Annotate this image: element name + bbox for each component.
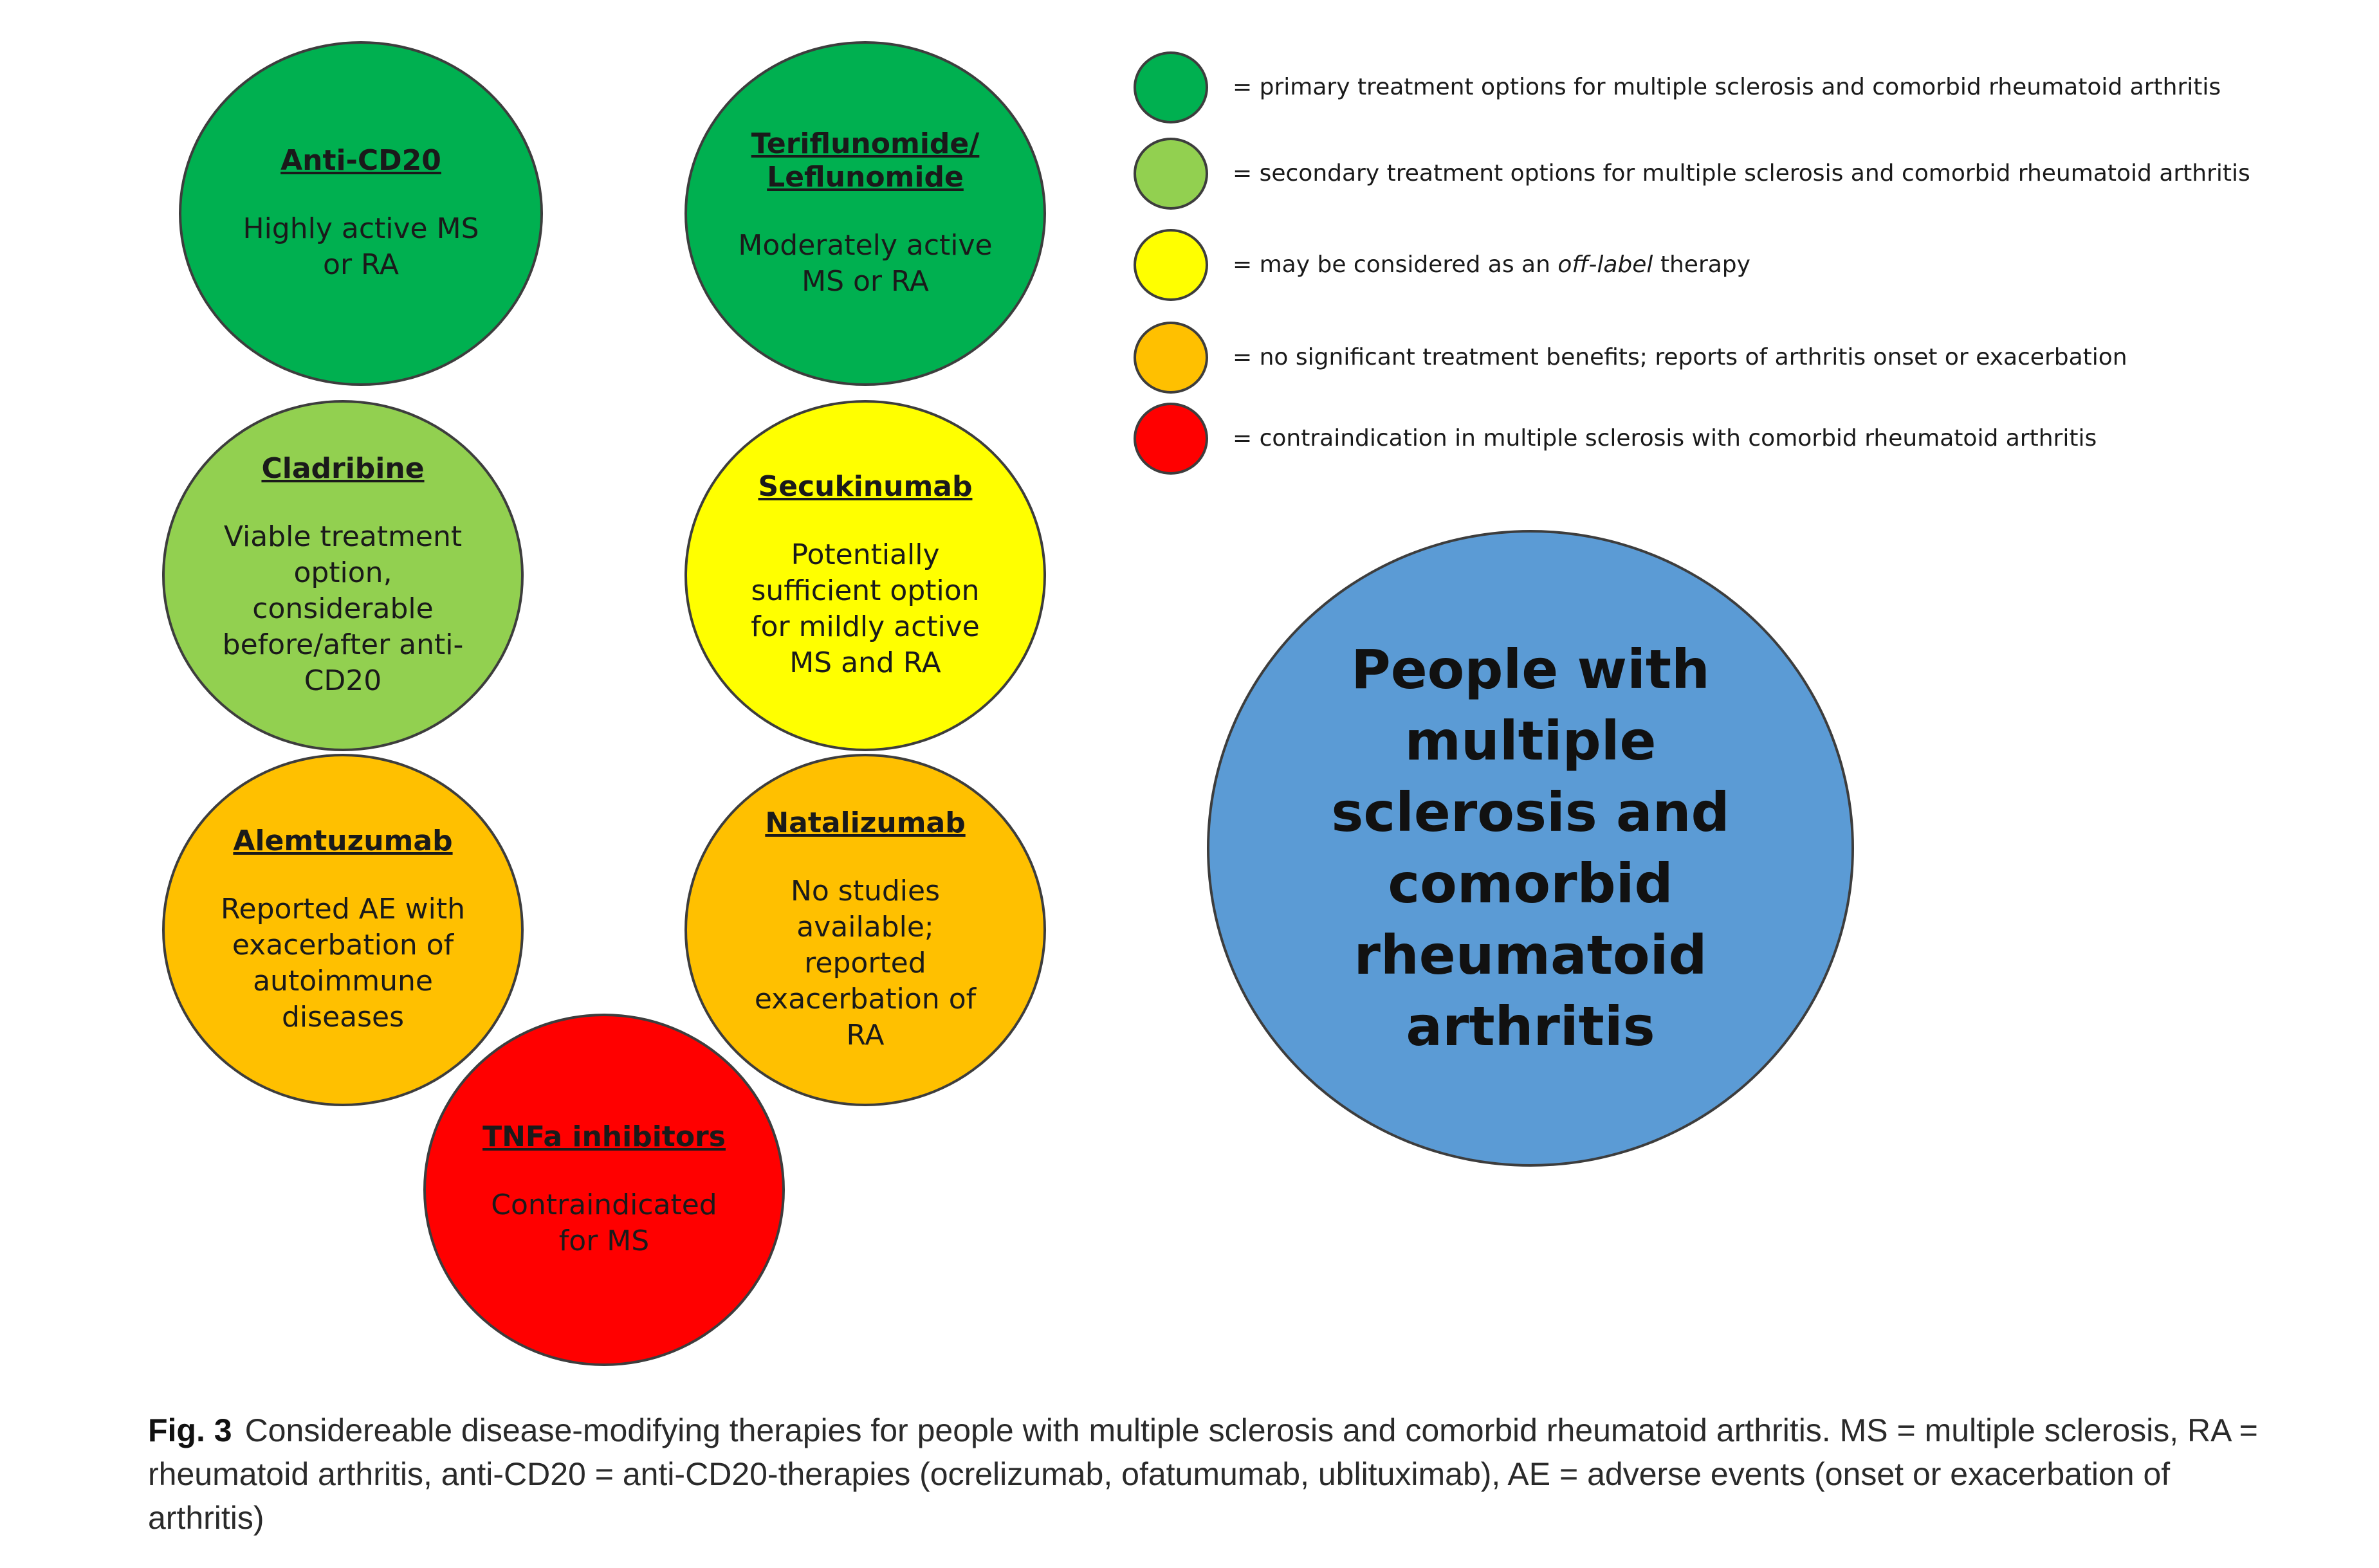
legend-swatch <box>1134 322 1208 394</box>
therapy-title: Natalizumab <box>765 807 966 839</box>
therapy-description: Reported AE with exacerbation of autoimm… <box>220 893 466 1034</box>
legend-swatch <box>1134 403 1208 475</box>
legend-item-secondary: = secondary treatment options for multip… <box>1134 138 2250 210</box>
therapy-circle-cladribine: Cladribine Viable treatment option, cons… <box>162 400 524 751</box>
therapy-circle-secukinumab: Secukinumab Potentially sufficient optio… <box>684 400 1046 751</box>
therapy-description: Contraindicated for MS <box>491 1189 717 1257</box>
legend-item-off-label: = may be considered as an off-label ther… <box>1134 229 1750 301</box>
patient-group-label: People with multiple sclerosis and comor… <box>1331 638 1730 1058</box>
therapy-title: Alemtuzumab <box>233 825 453 857</box>
figure-caption-text: Considereable disease-modifying therapie… <box>148 1412 2258 1536</box>
therapy-description: No studies available; reported exacerbat… <box>754 875 977 1052</box>
therapy-circle-tnfa-inhibitors: TNFa inhibitors Contraindicated for MS <box>423 1014 785 1366</box>
legend-item-contraindication: = contraindication in multiple sclerosis… <box>1134 403 2097 475</box>
patient-group-circle: People with multiple sclerosis and comor… <box>1207 530 1854 1167</box>
therapy-title: Secukinumab <box>758 470 973 503</box>
legend-swatch <box>1134 138 1208 210</box>
legend-text: = secondary treatment options for multip… <box>1233 160 2250 187</box>
therapy-circle-natalizumab: Natalizumab No studies available; report… <box>684 754 1046 1106</box>
legend-text: = contraindication in multiple sclerosis… <box>1233 425 2097 451</box>
therapy-title: Teriflunomide/ Leflunomide <box>751 127 980 194</box>
legend-text-italic: off-label <box>1557 251 1653 278</box>
therapy-title: Anti-CD20 <box>280 144 441 177</box>
therapy-title: TNFa inhibitors <box>482 1120 726 1153</box>
therapy-description: Viable treatment option, considerable be… <box>222 520 464 697</box>
legend-swatch <box>1134 229 1208 301</box>
therapy-description: Moderately active MS or RA <box>738 229 993 298</box>
legend-text-part: therapy <box>1653 251 1750 278</box>
therapy-title: Cladribine <box>261 452 425 485</box>
legend-text: = primary treatment options for multiple… <box>1233 74 2221 100</box>
therapy-circle-anti-cd20: Anti-CD20 Highly active MS or RA <box>179 41 543 386</box>
legend-item-primary: = primary treatment options for multiple… <box>1134 51 2221 123</box>
legend-text: = may be considered as an off-label ther… <box>1233 251 1750 279</box>
therapy-description: Potentially sufficient option for mildly… <box>751 538 980 679</box>
therapy-circle-alemtuzumab: Alemtuzumab Reported AE with exacerbatio… <box>162 754 524 1106</box>
therapy-circle-teriflunomide: Teriflunomide/ Leflunomide Moderately ac… <box>684 41 1046 386</box>
figure-label: Fig. 3 <box>148 1412 232 1448</box>
legend-text-part: = may be considered as an <box>1233 251 1558 278</box>
legend-swatch <box>1134 51 1208 123</box>
legend-text: = no significant treatment benefits; rep… <box>1233 344 2127 370</box>
legend-item-no-benefit: = no significant treatment benefits; rep… <box>1134 322 2127 394</box>
therapy-description: Highly active MS or RA <box>243 212 479 281</box>
